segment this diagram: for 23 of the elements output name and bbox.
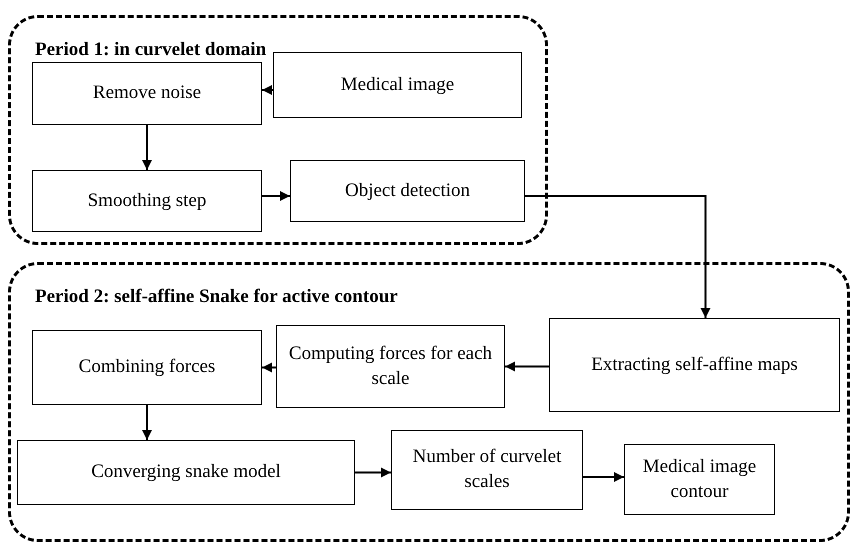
process-box: Computing forces for each scale	[276, 325, 505, 408]
process-box: Converging snake model	[17, 440, 355, 505]
arrow	[583, 472, 624, 482]
group-heading: Period 1: in curvelet domain	[35, 38, 266, 62]
process-box: Medical image	[273, 52, 522, 118]
process-box: Combining forces	[32, 330, 262, 405]
dashed-group-frame	[8, 15, 548, 245]
process-box: Number of curvelet scales	[391, 430, 583, 510]
arrow	[142, 405, 152, 440]
process-box: Extracting self-affine maps	[549, 318, 840, 412]
group-heading: Period 2: self-affine Snake for active contour	[35, 285, 398, 309]
arrow	[262, 191, 290, 201]
arrow	[355, 468, 391, 478]
dashed-group-frame	[8, 262, 850, 542]
process-box: Remove noise	[32, 62, 262, 125]
arrow	[505, 362, 549, 372]
process-box: Medical image contour	[624, 444, 775, 515]
arrow	[262, 85, 273, 95]
process-box: Smoothing step	[32, 170, 262, 232]
arrow	[142, 125, 152, 170]
process-box: Object detection	[290, 160, 525, 222]
arrow	[525, 195, 710, 318]
arrow	[262, 362, 276, 372]
